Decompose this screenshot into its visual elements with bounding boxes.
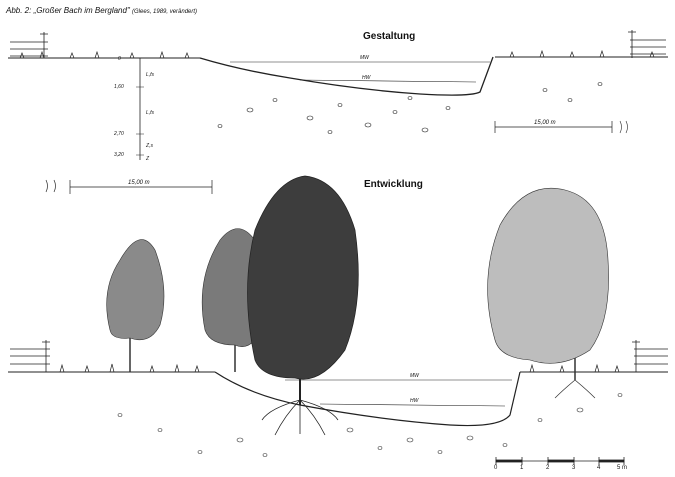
scale-tick-2: 2 bbox=[546, 465, 550, 471]
bottom-dimension-line bbox=[45, 179, 213, 194]
top-cross-section bbox=[8, 30, 668, 160]
figure-caption: Abb. 2: „Großer Bach im Bergland" (Glees… bbox=[6, 6, 197, 15]
scale-tick-3: 3 bbox=[572, 465, 576, 471]
scale-tick-0: 0 bbox=[494, 465, 498, 471]
depth-label-2: 2,70 bbox=[114, 131, 124, 137]
layer-label-4: Z bbox=[146, 156, 150, 162]
depth-label-1: 1,60 bbox=[114, 84, 124, 90]
scale-tick-1: 1 bbox=[520, 465, 524, 471]
dimension-label-bottom: 15,00 m bbox=[128, 180, 150, 186]
title-gestaltung: Gestaltung bbox=[363, 31, 416, 42]
water-label-top-mw: MW bbox=[360, 55, 369, 61]
water-label-top-hw: HW bbox=[362, 75, 371, 81]
scale-bar bbox=[495, 457, 625, 465]
caption-main: Abb. 2: „Großer Bach im Bergland" bbox=[6, 6, 130, 15]
scale-tick-4: 4 bbox=[597, 465, 601, 471]
title-entwicklung: Entwicklung bbox=[364, 179, 423, 190]
scale-tick-5: 5 m bbox=[617, 465, 628, 471]
layer-label-2: L,fs bbox=[146, 110, 155, 116]
dimension-label-top: 15,00 m bbox=[534, 120, 556, 126]
layer-label-3: Z,s bbox=[146, 143, 153, 149]
water-label-bottom-upper: MW bbox=[410, 373, 419, 379]
water-label-bottom-lower: HW bbox=[410, 398, 419, 404]
bottom-cross-section bbox=[8, 175, 668, 457]
layer-label-1: L,fs bbox=[146, 72, 155, 78]
depth-label-3: 3,20 bbox=[114, 152, 124, 158]
depth-label-0: 0 bbox=[118, 56, 121, 62]
caption-source: (Glees, 1989, verändert) bbox=[132, 9, 198, 15]
